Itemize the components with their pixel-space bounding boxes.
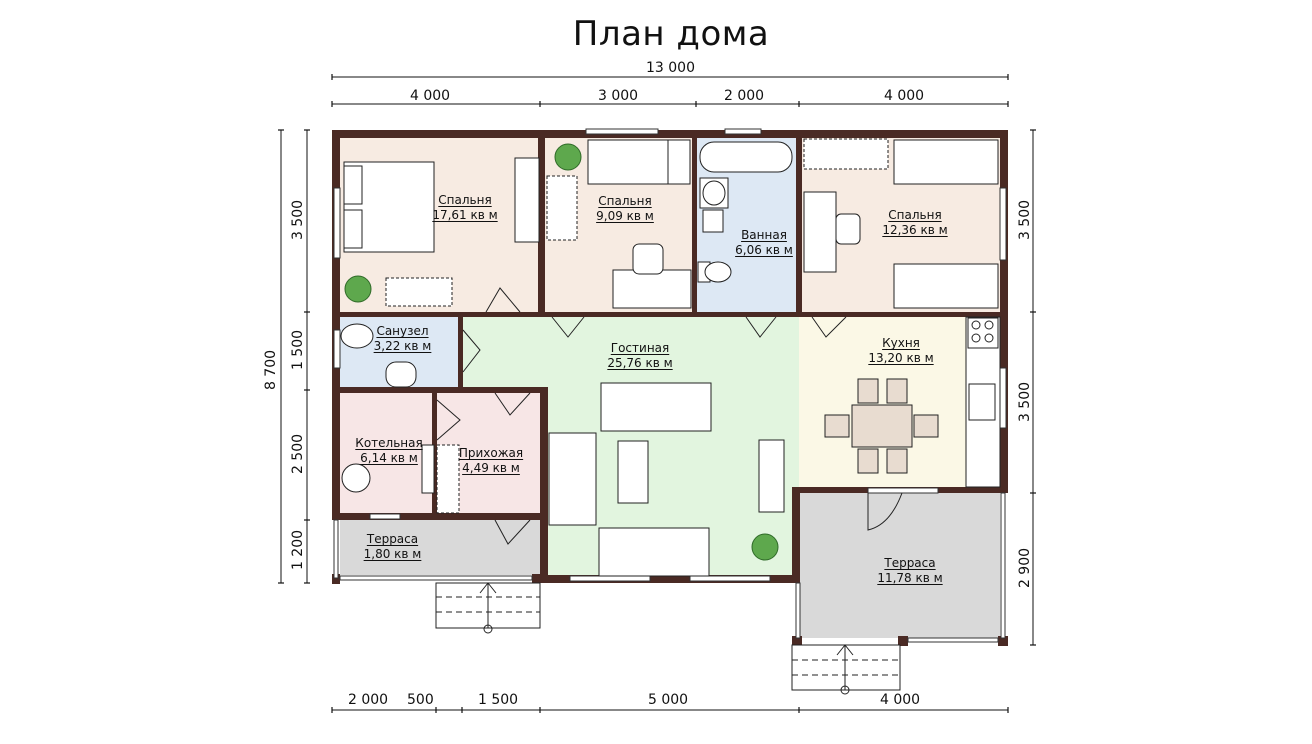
room-area: 25,76 кв м — [607, 356, 673, 370]
room-hallway: Прихожая 4,49 кв м — [446, 446, 536, 476]
dim-left-4: 1 200 — [290, 529, 306, 571]
dim-left-2: 1 500 — [290, 329, 306, 371]
room-area: 13,20 кв м — [868, 351, 934, 365]
room-bedroom-3: Спальня 12,36 кв м — [870, 208, 960, 238]
room-area: 3,22 кв м — [373, 339, 432, 353]
room-bedroom-1: Спальня 17,61 кв м — [420, 193, 510, 223]
dim-top-total: 13 000 — [646, 60, 695, 76]
dim-bottom-4: 5 000 — [648, 692, 689, 708]
room-area: 17,61 кв м — [432, 208, 498, 222]
room-name: Гостиная — [610, 341, 670, 355]
room-name: Спальня — [888, 208, 942, 222]
room-bedroom-2: Спальня 9,09 кв м — [580, 194, 670, 224]
room-area: 6,06 кв м — [735, 243, 793, 257]
room-living: Гостиная 25,76 кв м — [590, 341, 690, 371]
dim-bottom-5: 4 000 — [880, 692, 921, 708]
dim-left-1: 3 500 — [290, 199, 306, 241]
dim-bottom-2: 500 — [407, 692, 434, 708]
room-area: 6,14 кв м — [360, 451, 418, 465]
dim-right-3: 2 900 — [1017, 547, 1033, 589]
dimension-lines — [278, 74, 1036, 713]
stairs — [435, 582, 901, 695]
windows — [333, 128, 1007, 643]
room-area: 11,78 кв м — [877, 571, 943, 585]
room-name: Спальня — [598, 194, 652, 208]
dim-top-2: 3 000 — [598, 88, 639, 104]
dim-bottom-3: 1 500 — [478, 692, 519, 708]
room-wc: Санузел 3,22 кв м — [360, 324, 445, 354]
dim-bottom-1: 2 000 — [348, 692, 389, 708]
room-area: 1,80 кв м — [363, 547, 422, 561]
room-name: Ванная — [741, 228, 787, 242]
room-area: 9,09 кв м — [596, 209, 654, 223]
plants — [344, 143, 779, 561]
room-area: 12,36 кв м — [882, 223, 948, 237]
doors — [436, 287, 903, 545]
dim-top-1: 4 000 — [410, 88, 451, 104]
room-name: Котельная — [355, 436, 423, 450]
room-name: Спальня — [438, 193, 492, 207]
dim-right-1: 3 500 — [1017, 199, 1033, 241]
room-name: Терраса — [366, 532, 419, 546]
dim-top-4: 4 000 — [884, 88, 925, 104]
room-kitchen: Кухня 13,20 кв м — [856, 336, 946, 366]
dim-left-3: 2 500 — [290, 433, 306, 475]
room-terrace-large: Терраса 11,78 кв м — [860, 556, 960, 586]
room-name: Терраса — [884, 556, 936, 570]
dim-top-3: 2 000 — [724, 88, 765, 104]
room-terrace-small: Терраса 1,80 кв м — [350, 532, 435, 562]
room-name: Кухня — [882, 336, 920, 350]
room-boiler: Котельная 6,14 кв м — [344, 436, 434, 466]
room-area: 4,49 кв м — [462, 461, 520, 475]
dim-right-2: 3 500 — [1017, 381, 1033, 423]
walls — [332, 130, 1008, 646]
room-name: Санузел — [376, 324, 429, 338]
dim-left-total: 8 700 — [263, 349, 279, 391]
room-name: Прихожая — [458, 446, 524, 460]
room-bathroom: Ванная 6,06 кв м — [724, 228, 804, 258]
page-title: План дома — [572, 14, 770, 54]
furniture — [340, 138, 1001, 577]
